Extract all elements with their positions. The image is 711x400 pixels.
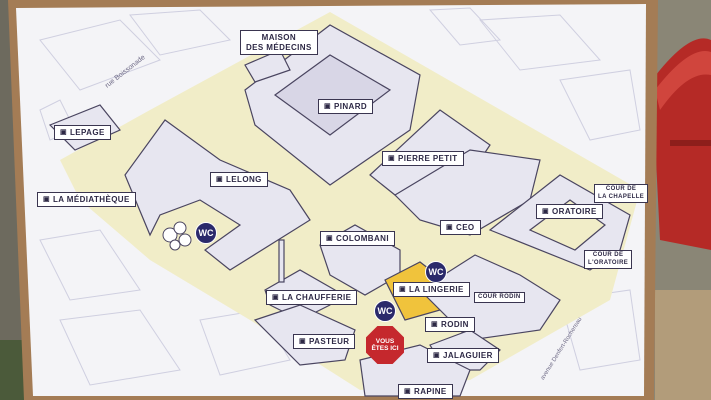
- label-cour-oratoire-line1: COUR DE: [592, 252, 624, 258]
- label-lingerie-text: LA LINGERIE: [409, 285, 464, 294]
- you-are-here-marker[interactable]: VOUS ÊTES ICI: [366, 326, 404, 364]
- label-pinard-text: PINARD: [334, 102, 368, 111]
- you-are-here-line1: VOUS: [375, 338, 395, 345]
- label-pinard[interactable]: ▣ PINARD: [318, 99, 374, 114]
- label-lepage-text: LEPAGE: [70, 128, 105, 137]
- wc-marker-lelong[interactable]: WC: [195, 222, 217, 244]
- label-oratoire-text: ORATOIRE: [552, 207, 597, 216]
- label-rodin[interactable]: ▣ RODIN: [425, 317, 475, 332]
- label-pierre-petit[interactable]: ▣ PIERRE PETIT: [382, 151, 464, 166]
- label-cour-rodin-text: COUR RODIN: [478, 294, 521, 300]
- label-pasteur[interactable]: ▣ PASTEUR: [293, 334, 356, 349]
- trees: [162, 221, 192, 251]
- label-colombani-text: COLOMBANI: [336, 234, 389, 243]
- label-cour-chapelle-line1: COUR DE: [605, 186, 637, 192]
- label-cour-oratoire-line2: L'ORATOIRE: [588, 260, 629, 266]
- label-cour-oratoire[interactable]: COUR DE L'ORATOIRE: [584, 250, 633, 269]
- label-oratoire[interactable]: ▣ ORATOIRE: [536, 204, 603, 219]
- label-jalaguier[interactable]: ▣ JALAGUIER: [427, 348, 499, 363]
- label-ceo-text: CEO: [456, 223, 475, 232]
- wc-marker-lingerie[interactable]: WC: [425, 261, 447, 283]
- label-lelong-text: LELONG: [226, 175, 262, 184]
- building-icon: ▣: [404, 388, 412, 395]
- label-mediatheque-text: LA MÉDIATHÈQUE: [53, 195, 130, 204]
- building-icon: ▣: [43, 196, 51, 203]
- trash-can: [652, 38, 711, 250]
- building-icon: ▣: [542, 208, 550, 215]
- label-ceo[interactable]: ▣ CEO: [440, 220, 481, 235]
- building-icon: ▣: [216, 176, 224, 183]
- label-cour-chapelle-line2: LA CHAPELLE: [598, 194, 645, 200]
- label-chaufferie-text: LA CHAUFFERIE: [282, 293, 352, 302]
- building-icon: ▣: [60, 129, 68, 136]
- label-mediatheque[interactable]: ▣ LA MÉDIATHÈQUE: [37, 192, 136, 207]
- building-icon: ▣: [272, 294, 280, 301]
- building-icon: ▣: [299, 338, 307, 345]
- building-icon: ▣: [433, 352, 441, 359]
- label-jalaguier-text: JALAGUIER: [443, 351, 493, 360]
- label-colombani[interactable]: ▣ COLOMBANI: [320, 231, 395, 246]
- wc-marker-here[interactable]: WC: [374, 300, 396, 322]
- label-lelong[interactable]: ▣ LELONG: [210, 172, 268, 187]
- label-pasteur-text: PASTEUR: [309, 337, 350, 346]
- label-rapine-text: RAPINE: [414, 387, 447, 396]
- building-icon: ▣: [326, 235, 334, 242]
- label-maison-des-medecins[interactable]: MAISON DES MÉDECINS: [240, 30, 318, 55]
- building-icon: ▣: [446, 224, 454, 231]
- label-cour-rodin[interactable]: COUR RODIN: [474, 292, 525, 303]
- building-icon: ▣: [399, 286, 407, 293]
- wooden-plank: [655, 290, 711, 400]
- building-icon: ▣: [431, 321, 439, 328]
- building-icon: ▣: [324, 103, 332, 110]
- label-maison-line2: DES MÉDECINS: [246, 43, 312, 52]
- label-maison-line1: MAISON: [261, 33, 297, 42]
- label-cour-chapelle[interactable]: COUR DE LA CHAPELLE: [594, 184, 649, 203]
- label-rodin-text: RODIN: [441, 320, 469, 329]
- label-lingerie[interactable]: ▣ LA LINGERIE: [393, 282, 470, 297]
- label-pierre-petit-text: PIERRE PETIT: [398, 154, 458, 163]
- label-chaufferie[interactable]: ▣ LA CHAUFFERIE: [266, 290, 358, 305]
- label-lepage[interactable]: ▣ LEPAGE: [54, 125, 111, 140]
- label-rapine[interactable]: ▣ RAPINE: [398, 384, 453, 399]
- building-icon: ▣: [388, 155, 396, 162]
- you-are-here-line2: ÊTES ICI: [371, 345, 399, 352]
